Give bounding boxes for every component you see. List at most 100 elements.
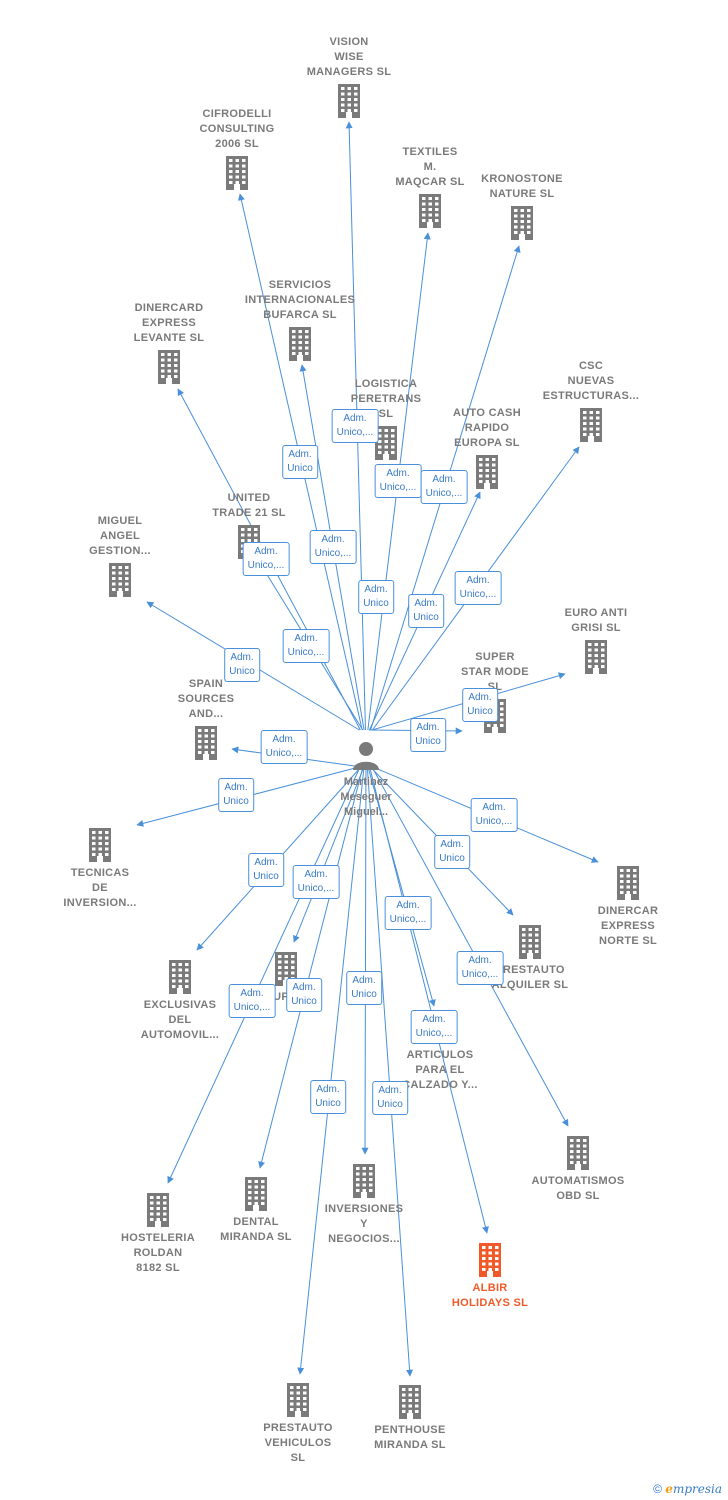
company-name-line: AND... [188,708,224,720]
company-name-line: VISION [329,36,369,48]
role-label[interactable]: Adm.Unico,... [454,571,502,605]
edge-grupo [293,766,365,943]
person-name-line: Meseguer [340,791,392,803]
role-label[interactable]: Adm.Unico,... [228,984,276,1018]
company-name-line: PARA EL [415,1064,465,1076]
role-label[interactable]: Adm.Unico [462,688,498,722]
company-name-line: OBD SL [556,1190,600,1202]
company-name-line: ESTRUCTURAS... [542,390,640,402]
company-name-line: MIRANDA SL [220,1231,292,1243]
copyright-symbol: © [653,1482,662,1496]
role-label-line: Adm. [396,900,420,911]
role-label-line: Unico,... [265,748,303,759]
role-label[interactable]: Adm.Unico [218,778,254,812]
role-label-line: Unico,... [425,488,463,499]
company-name-line: SOURCES [177,693,235,705]
role-label[interactable]: Adm.Unico,... [242,542,290,576]
company-name-line: CIFRODELLI [202,108,272,120]
role-label-line: Unico [351,989,377,1000]
role-label-line: Unico,... [415,1028,453,1039]
company-name-line: Y [360,1218,368,1230]
role-label[interactable]: Adm.Unico,... [374,464,422,498]
role-label-line: Unico,... [389,914,427,925]
edge-automatismos [371,766,569,1127]
building-icon [169,960,191,994]
company-name-line: PRESTAUTO [495,964,565,976]
role-label-line: Adm. [416,722,440,733]
role-label[interactable]: Adm.Unico [224,648,260,682]
company-name-line: DEL [168,1014,192,1026]
edge-dental [258,766,364,1169]
role-label[interactable]: Adm.Unico [408,594,444,628]
role-label[interactable]: Adm.Unico [346,971,382,1005]
company-name-line: 8182 SL [136,1262,180,1274]
role-label[interactable]: Adm.Unico,... [309,530,357,564]
company-name-line: 2006 SL [215,138,259,150]
role-label[interactable]: Adm. Unico [410,718,446,752]
role-label[interactable]: Adm.Unico [248,853,284,887]
role-label[interactable]: Adm.Unico,... [420,470,468,504]
building-icon [419,194,441,228]
role-label[interactable]: Adm.Unico,... [260,730,308,764]
building-icon [511,206,533,240]
role-label[interactable]: Adm.Unico [434,835,470,869]
company-name-line: HOSTELERIA [121,1232,195,1244]
company-name-line: EUROPA SL [454,437,520,449]
company-name-line: INVERSIONES [324,1203,404,1215]
building-icon [353,1164,375,1198]
person-name-line: Miguel... [344,806,388,818]
role-label[interactable]: Adm.Unico,... [456,951,504,985]
role-label[interactable]: Adm.Unico [282,445,318,479]
person-node-center[interactable]: Martinez Meseguer Miguel... [306,740,426,820]
role-label[interactable]: Adm. Unico,... [384,896,432,930]
role-label[interactable]: Adm.Unico [286,978,322,1012]
role-label[interactable]: Adm.Unico,... [292,865,340,899]
role-label-line: Unico,... [247,560,285,571]
role-label[interactable]: Adm.Unico,... [470,798,518,832]
role-label[interactable]: Adm.Unico,... [282,629,330,663]
building-icon [399,1385,421,1419]
role-label[interactable]: Adm.Unico,... [331,409,379,443]
role-label-line: Adm. [343,413,367,424]
role-label-line: Unico [415,736,441,747]
role-label[interactable]: Adm.Unico [310,1080,346,1114]
edge-albir [369,766,489,1234]
role-label[interactable]: Adm.Unico [372,1081,408,1115]
brand-logo[interactable]: empresia [665,1482,722,1496]
role-label-line: Unico,... [461,969,499,980]
company-name-line: MANAGERS SL [306,66,392,78]
role-label-line: Unico,... [297,883,335,894]
role-label[interactable]: Adm.Unico [358,580,394,614]
role-label[interactable]: Adm.Unico,... [410,1010,458,1044]
